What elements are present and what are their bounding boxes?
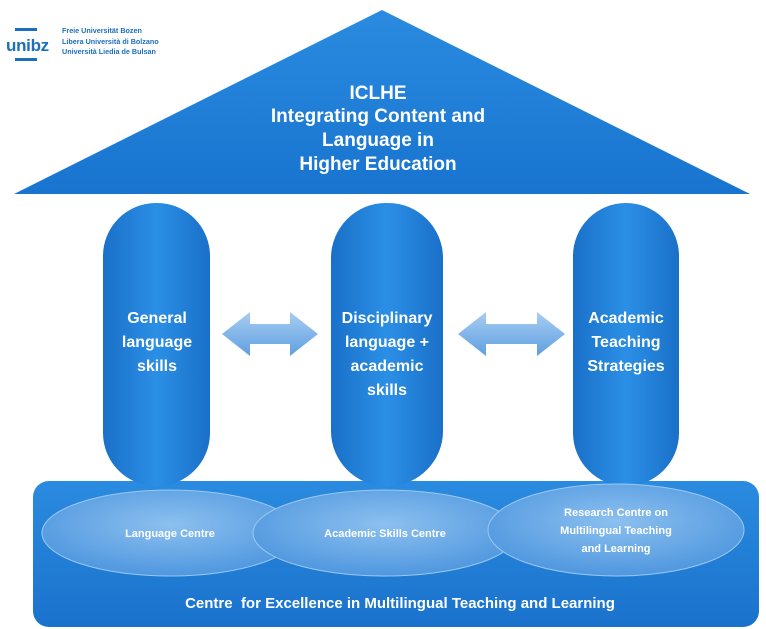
roof-line-2: Integrating Content and [271,106,485,127]
pillar-center-line-2: language + [345,334,429,351]
centre-research-line-2: Multilingual Teaching [560,525,672,537]
pillar-center-line-3: academic [351,358,424,375]
roof-title: ICLHE Integrating Content and Language i… [271,83,485,175]
roof-triangle [14,10,750,194]
roof-line-3: Language in [322,130,434,151]
logo-line-lld: Università Liedia de Bulsan [62,47,156,56]
pillar-right-line-1: Academic [588,310,664,327]
pillar-left-line-1: General [127,310,187,327]
pillar-left-line-2: language [122,334,192,351]
pillar-center-line-4: skills [367,382,407,399]
centre-research-line-3: and Learning [581,543,650,555]
unibz-logo: unibz Freie Universität Bozen Libera Uni… [6,22,236,66]
centre-language-label: Language Centre [125,528,215,540]
centre-research-line-1: Research Centre on [564,507,668,519]
base-label: Centre for Excellence in Multilingual Te… [185,595,615,612]
pillar-center-line-1: Disciplinary [342,310,433,327]
logo-university-names: Freie Universität Bozen Libera Universit… [62,26,159,58]
pillar-left-line-3: skills [137,358,177,375]
pillar-left [103,203,210,486]
logo-line-it: Libera Università di Bolzano [62,36,159,46]
logo-mark: unibz [6,36,49,55]
logo-line-de: Freie Universität Bozen [62,26,142,35]
double-arrow-right-icon [458,312,565,356]
logo-bar-top [15,28,37,31]
logo-bar-bottom [15,58,37,61]
pillar-center [331,203,443,486]
roof-line-1: ICLHE [350,83,407,104]
roof-line-4: Higher Education [299,154,456,175]
pillar-right-line-2: Teaching [591,334,660,351]
pillar-right-line-3: Strategies [587,358,664,375]
pillar-labels: General language skills Disciplinary lan… [122,310,665,399]
centre-labels: Language Centre Academic Skills Centre R… [125,507,672,555]
ellipse-research-centre [487,483,745,577]
centre-academic-skills-label: Academic Skills Centre [324,528,446,540]
double-arrow-left-icon [222,312,318,356]
pillar-right [573,203,679,486]
